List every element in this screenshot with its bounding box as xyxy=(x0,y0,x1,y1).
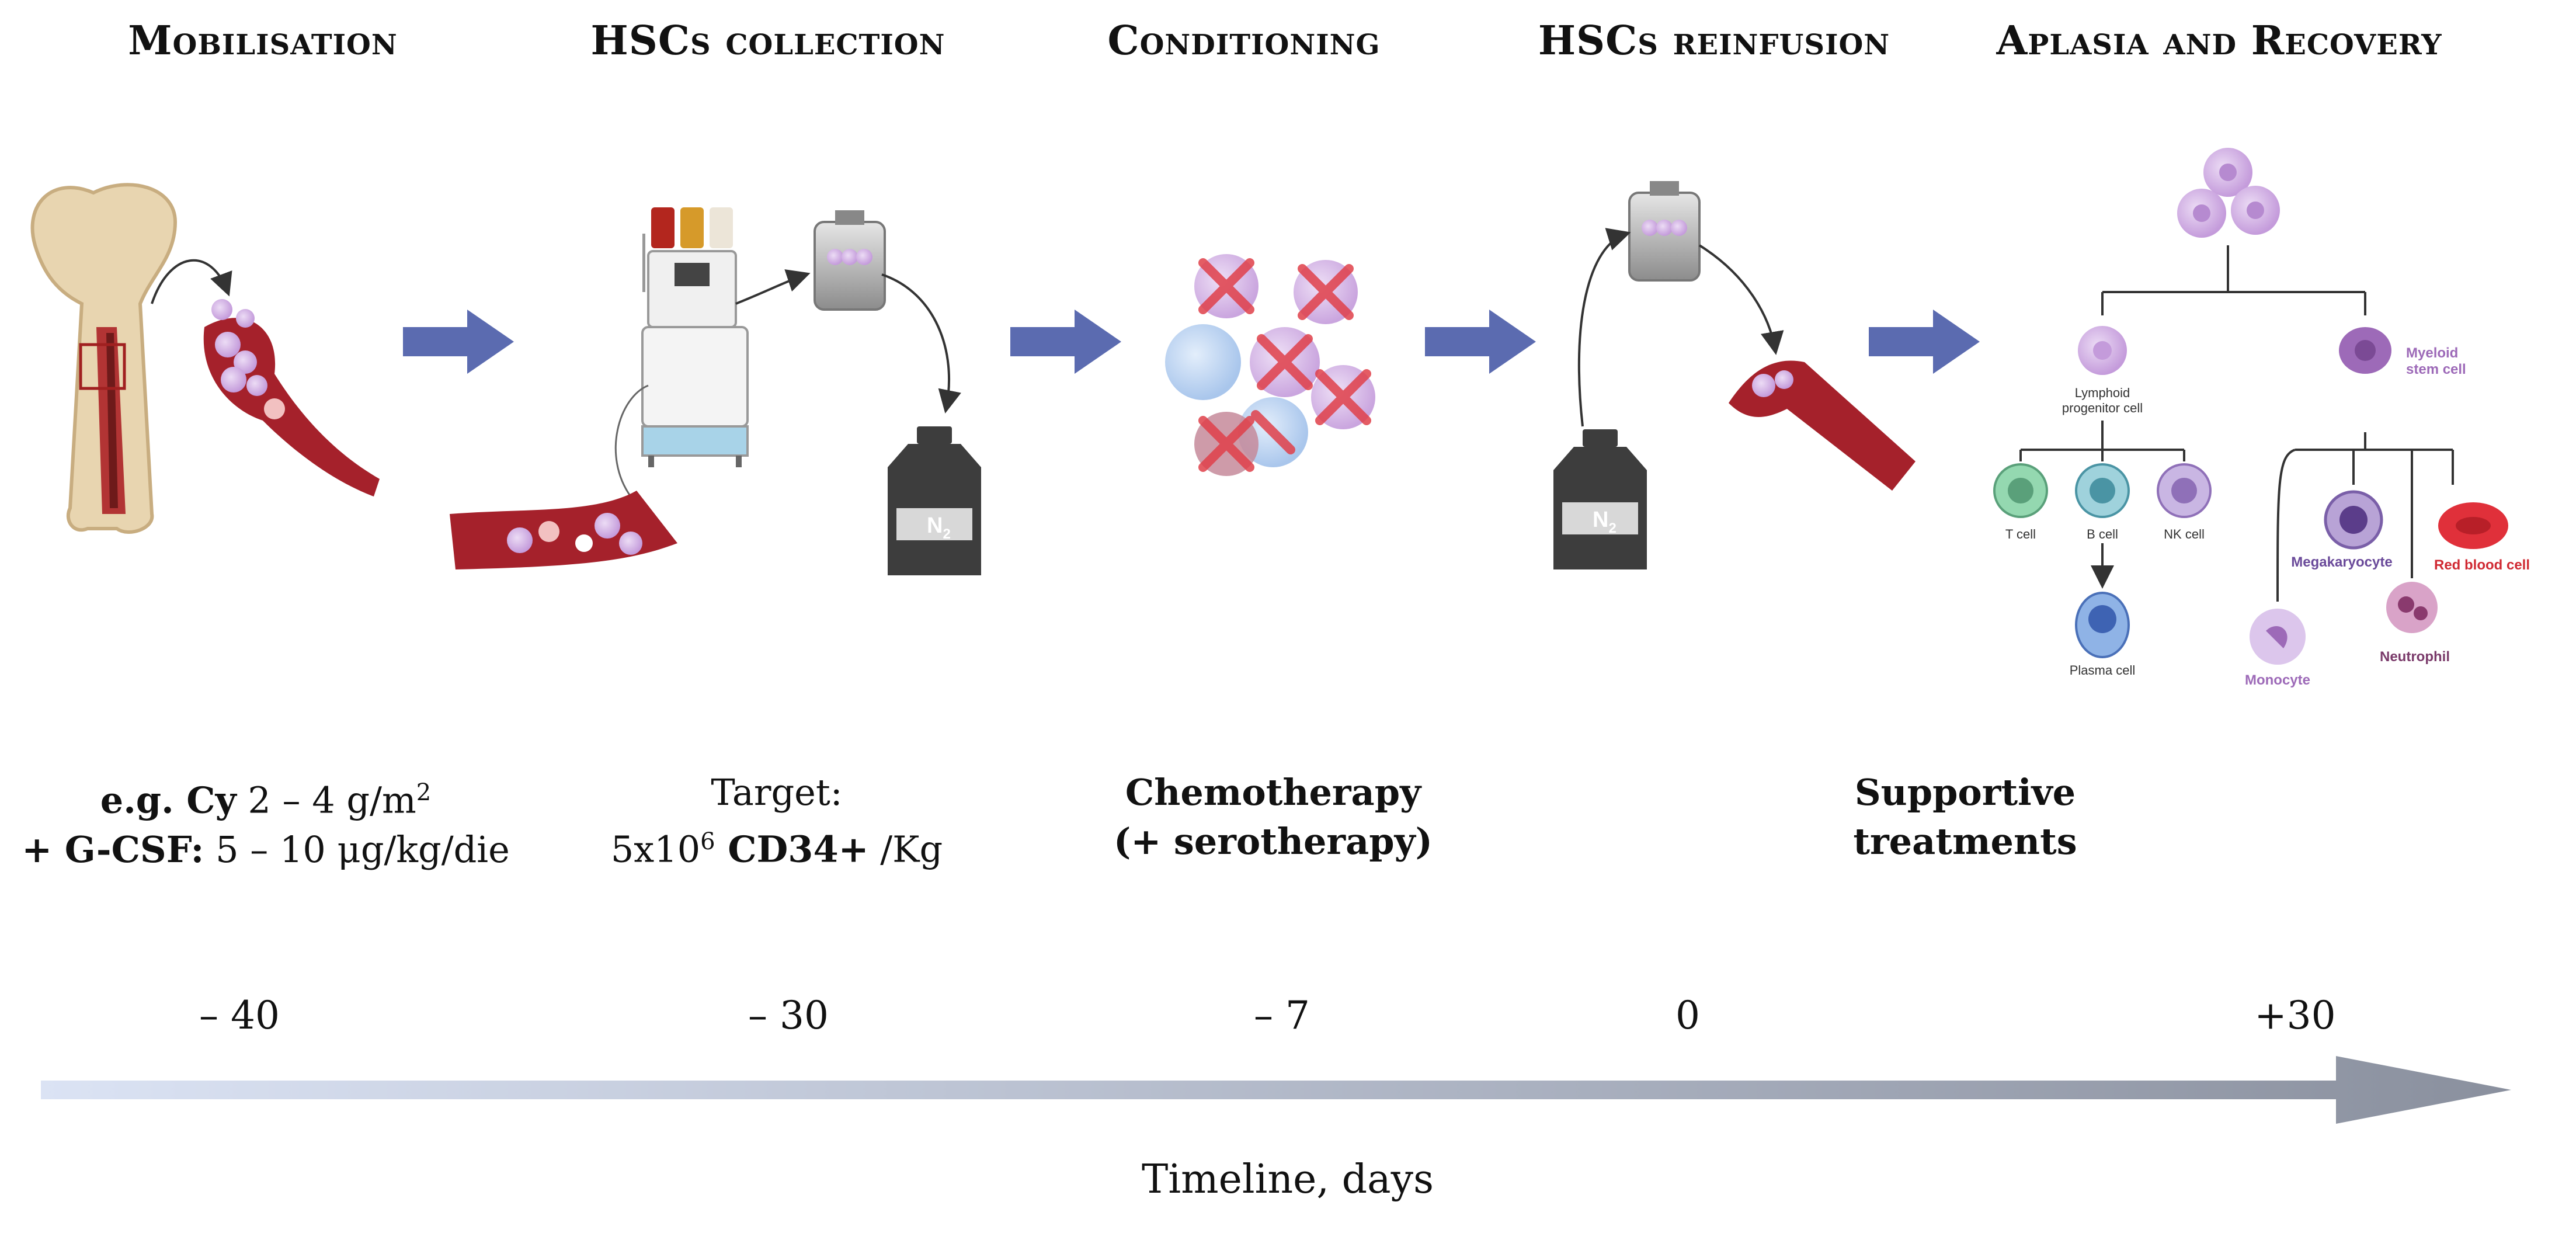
treatment-conditioning: Chemotherapy (+ serotherapy) xyxy=(1114,771,1433,863)
heading-conditioning: Conditioning xyxy=(1107,18,1381,64)
collection-bag xyxy=(814,210,961,414)
label-nk-cell: NK cell xyxy=(2164,527,2205,541)
label-plasma-cell: Plasma cell xyxy=(2070,663,2135,678)
label-myeloid-2: stem cell xyxy=(2406,362,2466,377)
timeline-label: Timeline, days xyxy=(1142,1156,1434,1203)
heading-aplasia-recovery: Aplasia and Recovery xyxy=(1996,18,2442,64)
reinfusion-bag xyxy=(1577,181,1784,427)
collection-vessel xyxy=(450,491,677,569)
label-t-cell: T cell xyxy=(2005,527,2036,541)
flow-arrow-3 xyxy=(1425,310,1536,374)
nitrogen-tank-collection xyxy=(888,426,981,575)
tank-label-reinfusion: N2 xyxy=(1593,508,1616,536)
reinfusion-vessel xyxy=(1729,360,1916,491)
bone-illustration xyxy=(30,183,232,534)
day-minus-7: – 7 xyxy=(1254,993,1310,1038)
mobilisation-vessel xyxy=(203,299,380,496)
apheresis-machine xyxy=(614,207,811,497)
haematopoiesis-tree xyxy=(1993,148,2508,665)
label-lymphoid: Lymphoid xyxy=(2075,385,2130,400)
label-lymphoid-2: progenitor cell xyxy=(2062,401,2143,415)
day-plus-30: +30 xyxy=(2254,993,2336,1038)
label-monocyte: Monocyte xyxy=(2245,672,2310,688)
flow-arrow-2 xyxy=(1010,310,1121,374)
label-red-blood-cell: Red blood cell xyxy=(2434,557,2530,573)
treatment-mobilisation: e.g. Cy 2 – 4 g/m2 + G-CSF: 5 – 10 μg/kg… xyxy=(22,779,510,871)
nitrogen-tank-reinfusion xyxy=(1553,429,1647,569)
treatment-collection: Target: 5x106 CD34+ /Kg xyxy=(610,771,943,871)
label-myeloid: Myeloid xyxy=(2406,345,2458,361)
day-minus-40: – 40 xyxy=(199,993,280,1038)
flow-arrow-1 xyxy=(403,310,514,374)
flow-arrow-4 xyxy=(1869,310,1980,374)
heading-mobilisation: Mobilisation xyxy=(128,18,398,64)
conditioning-cells xyxy=(1165,254,1375,476)
label-b-cell: B cell xyxy=(2087,527,2118,541)
heading-hscs-collection: HSCs collection xyxy=(590,18,945,64)
timeline-arrow xyxy=(41,1056,2511,1124)
heading-hscs-reinfusion: HSCs reinfusion xyxy=(1538,18,1890,64)
label-neutrophil: Neutrophil xyxy=(2380,649,2450,665)
day-0: 0 xyxy=(1675,993,1700,1038)
treatment-recovery: Supportive treatments xyxy=(1853,771,2077,863)
tank-label-collection: N2 xyxy=(927,513,951,542)
day-minus-30: – 30 xyxy=(748,993,829,1038)
label-megakaryocyte: Megakaryocyte xyxy=(2291,554,2392,570)
